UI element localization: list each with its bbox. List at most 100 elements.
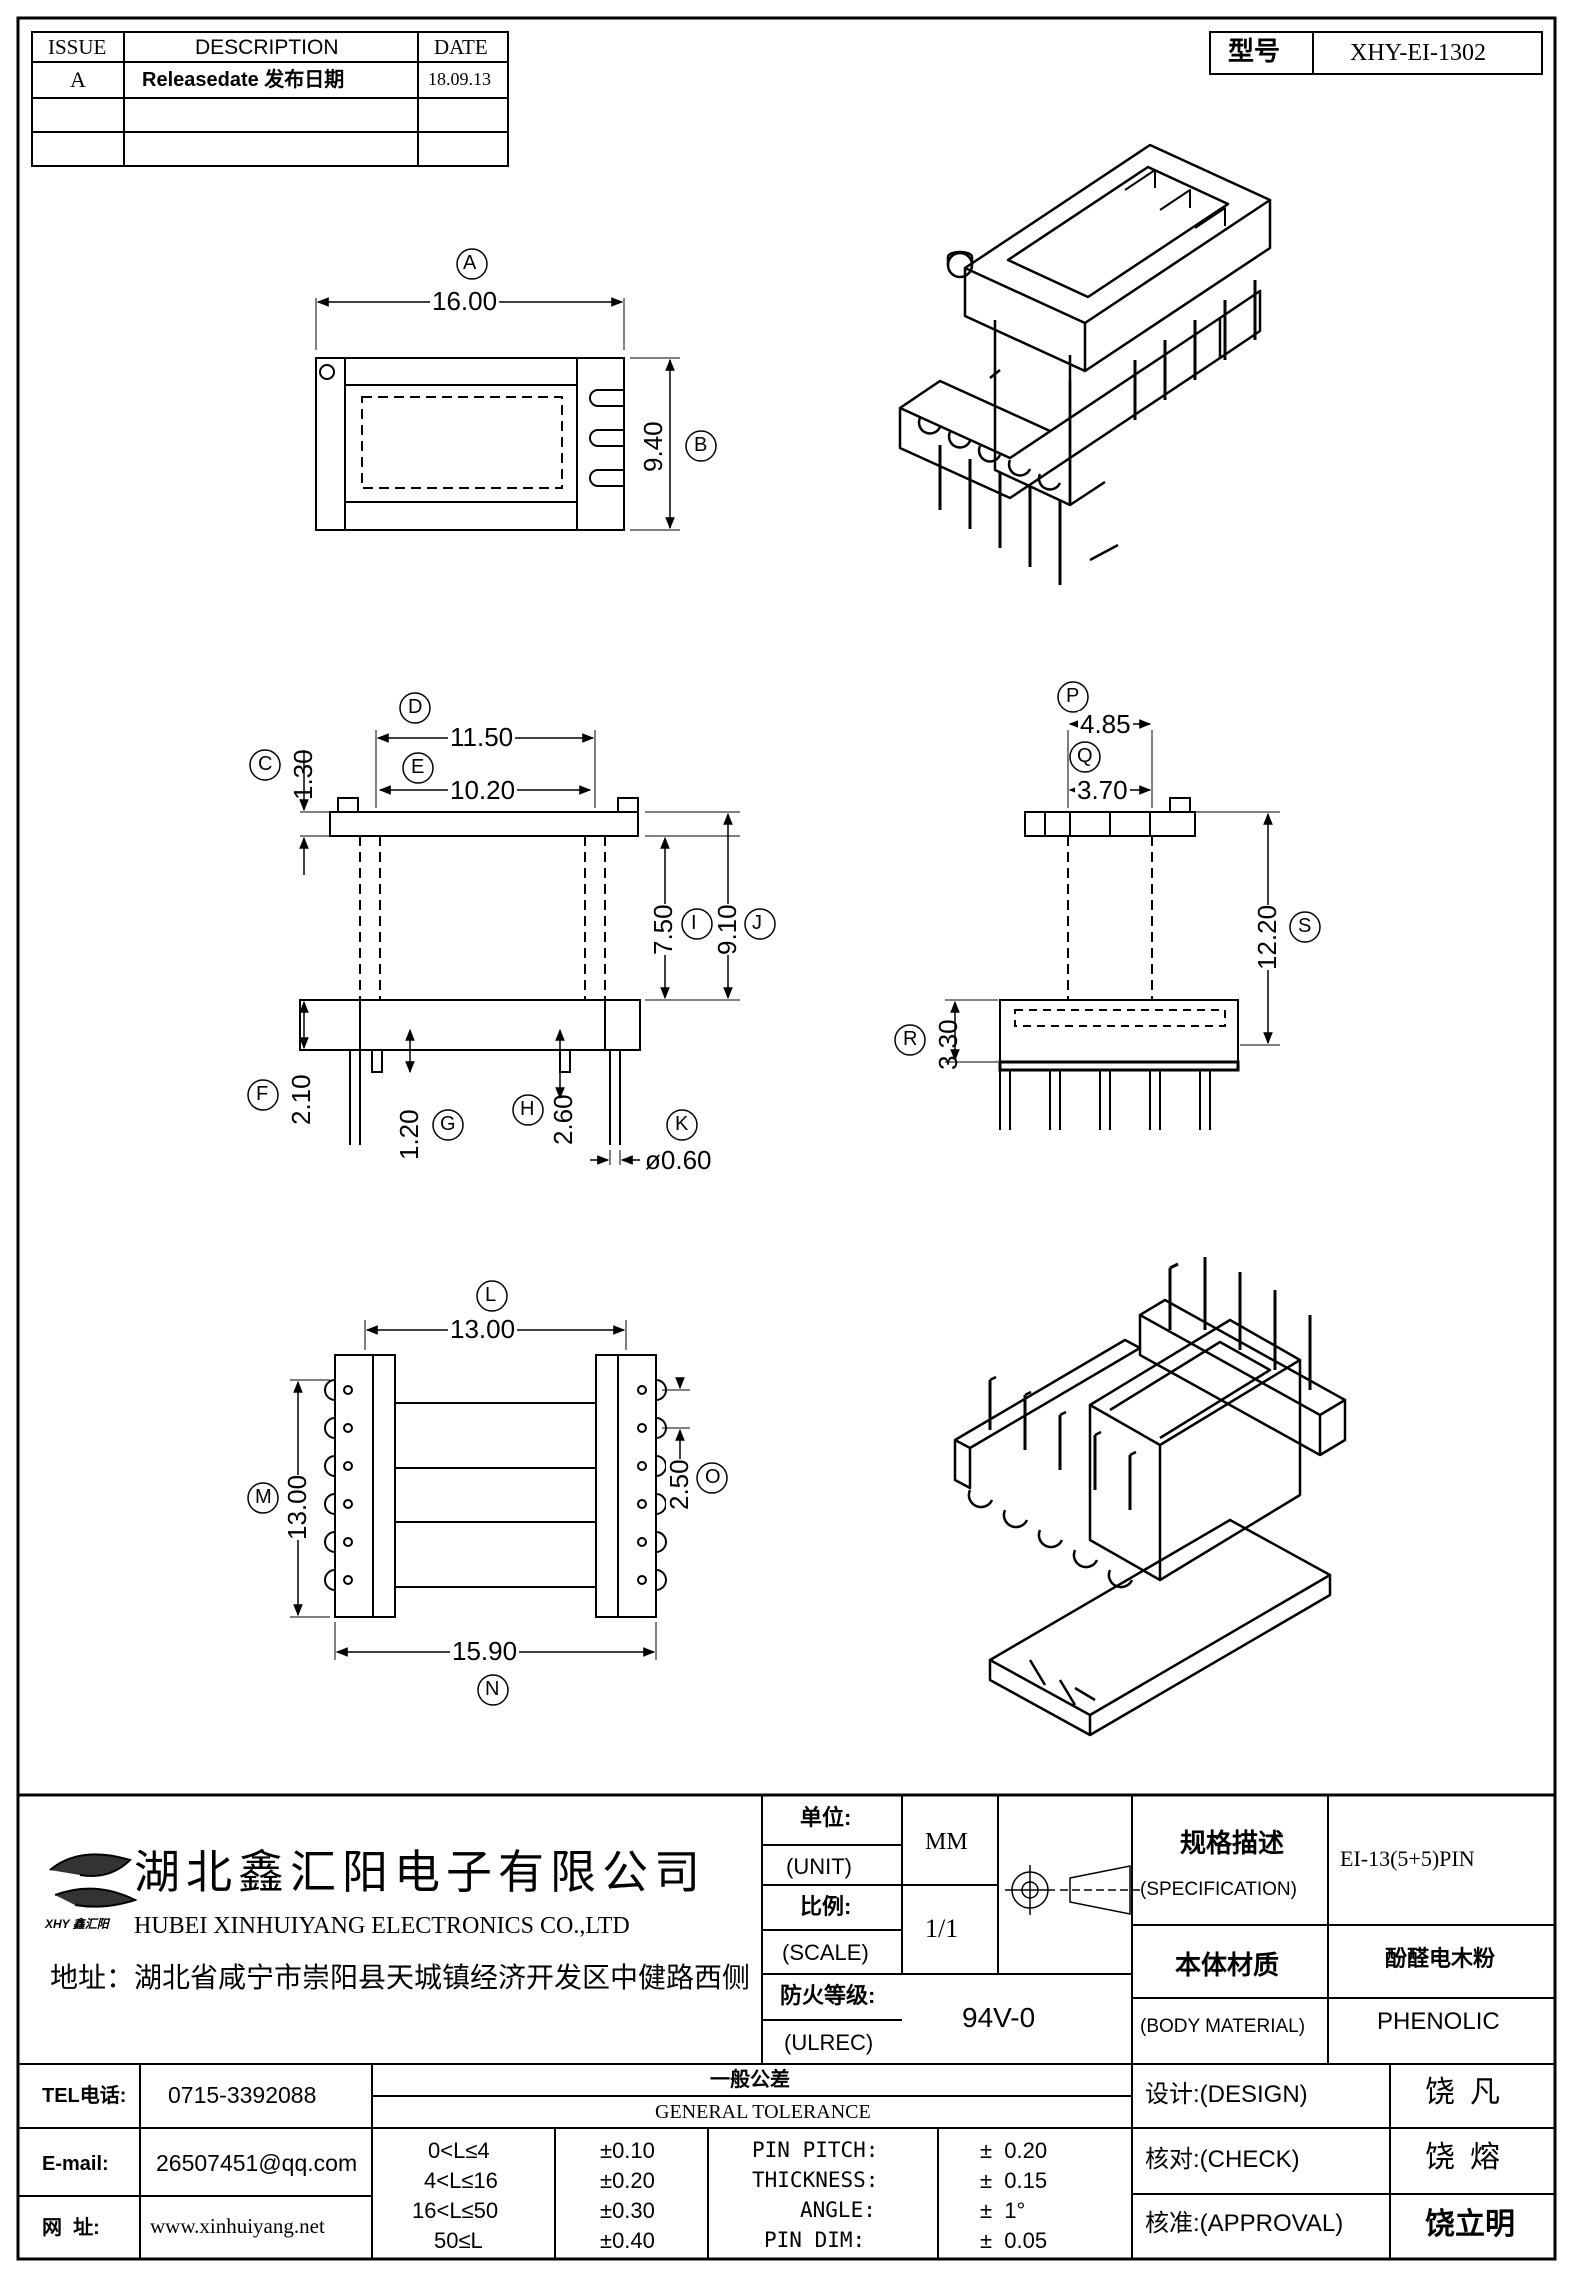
dim-letter-s: S: [1298, 915, 1312, 937]
dim-o-value: 2.50: [664, 1459, 694, 1510]
tol-item-angle: ANGLE:: [800, 2198, 876, 2222]
dim-letter-d: D: [408, 696, 423, 718]
tol-item-pin-dim-value: ± 0.05: [980, 2228, 1048, 2253]
dim-letter-g: G: [440, 1113, 456, 1135]
dim-s-value: 12.20: [1252, 904, 1282, 970]
dim-letter-i: I: [691, 912, 697, 934]
check-label: 核对:(CHECK): [1145, 2146, 1300, 2173]
dim-e-value: 10.20: [448, 775, 518, 805]
tol-item-pin-dim: PIN DIM:: [764, 2228, 866, 2252]
tol-range-3: 16<L≤50: [412, 2198, 499, 2223]
dim-letter-o: O: [705, 1466, 721, 1488]
email-label: E-mail:: [42, 2153, 109, 2175]
dim-q-value: 3.70: [1075, 775, 1130, 805]
dim-letter-p: P: [1066, 685, 1080, 707]
fire-label-cn: 防火等级:: [780, 1983, 876, 2008]
dim-p-value: 4.85: [1078, 709, 1133, 739]
scale-label-cn: 比例:: [800, 1894, 852, 1919]
dim-k-value: ø0.60: [645, 1145, 712, 1175]
company-address: 地址：湖北省咸宁市崇阳县天城镇经济开发区中健路西侧: [50, 1962, 751, 1993]
material-label-cn: 本体材质: [1175, 1950, 1280, 1980]
tol-value-4: ±0.40: [600, 2228, 655, 2253]
tol-range-2: 4<L≤16: [424, 2168, 498, 2193]
tol-value-1: ±0.10: [600, 2138, 655, 2163]
check-name: 饶 熔: [1425, 2141, 1500, 2174]
dim-letter-a: A: [463, 252, 477, 274]
company-name-cn: 湖北鑫汇阳电子有限公司: [134, 1847, 706, 1898]
tol-item-pin-pitch-value: ± 0.20: [980, 2138, 1048, 2163]
tel-label: TEL电话:: [42, 2085, 127, 2107]
tol-item-pin-pitch: PIN PITCH:: [752, 2138, 879, 2162]
model-number: XHY-EI-1302: [1350, 40, 1486, 66]
dim-r-value: 3.30: [933, 1019, 963, 1070]
dim-letter-b: B: [694, 434, 708, 456]
dim-h-value: 2.60: [548, 1094, 578, 1145]
rev-row-date: 18.09.13: [428, 69, 491, 89]
revision-table-grid: [31, 31, 509, 167]
scale-label-en: (SCALE): [782, 1940, 869, 1965]
dim-f-value: 2.10: [286, 1074, 316, 1125]
material-label-en: (BODY MATERIAL): [1140, 2016, 1306, 2037]
tolerance-title-cn: 一般公差: [710, 2069, 790, 2091]
tol-range-1: 0<L≤4: [428, 2138, 490, 2163]
spec-value: EI-13(5+5)PIN: [1340, 1846, 1475, 1871]
spec-label-en: (SPECIFICATION): [1140, 1879, 1297, 1900]
model-label: 型号: [1228, 36, 1281, 66]
rev-header-description: DESCRIPTION: [195, 36, 339, 59]
approval-label: 核准:(APPROVAL): [1145, 2210, 1344, 2237]
unit-label-en: (UNIT): [786, 1854, 852, 1879]
top-view: [315, 248, 717, 531]
dim-letter-l: L: [485, 1284, 497, 1306]
company-logo-text: XHY 鑫汇阳: [45, 1917, 109, 1931]
approval-name: 饶立明: [1425, 2208, 1515, 2241]
unit-label-cn: 单位:: [800, 1805, 852, 1830]
rev-row-issue: A: [70, 67, 86, 92]
fire-label-en: (ULREC): [784, 2030, 874, 2055]
tolerance-title-en: GENERAL TOLERANCE: [655, 2101, 871, 2123]
material-value-en: PHENOLIC: [1377, 2008, 1500, 2035]
material-value-cn: 酚醛电木粉: [1385, 1946, 1496, 1971]
dim-g-value: 1.20: [394, 1109, 424, 1160]
dim-letter-n: N: [485, 1678, 500, 1700]
iso-view-2: [953, 1257, 1347, 1737]
scale-value: 1/1: [925, 1914, 959, 1943]
iso-view-1: [898, 143, 1272, 585]
tol-value-2: ±0.20: [600, 2168, 655, 2193]
web-value: www.xinhuiyang.net: [150, 2214, 325, 2238]
dim-j-value: 9.10: [712, 904, 742, 955]
dim-i-value: 7.50: [648, 904, 678, 955]
spec-label-cn: 规格描述: [1180, 1828, 1285, 1858]
dim-letter-f: F: [256, 1083, 269, 1105]
tol-value-3: ±0.30: [600, 2198, 655, 2223]
dim-letter-e: E: [411, 756, 425, 778]
dim-letter-q: Q: [1077, 745, 1093, 767]
rev-header-date: DATE: [434, 35, 488, 59]
tel-value: 0715-3392088: [168, 2082, 317, 2108]
title-block-grid: [18, 1795, 1555, 2259]
dim-letter-c: C: [258, 753, 273, 775]
dim-letter-r: R: [903, 1028, 918, 1050]
tol-item-thickness: THICKNESS:: [752, 2168, 879, 2192]
fire-rating-value: 94V-0: [962, 2002, 1036, 2033]
dim-letter-k: K: [675, 1113, 689, 1135]
projection-symbol: [1005, 1865, 1140, 1915]
dim-n-value: 15.90: [450, 1636, 520, 1666]
dim-c-value: 1.30: [288, 749, 318, 800]
dim-m-value: 13.00: [282, 1474, 312, 1540]
tol-item-angle-value: ± 1°: [980, 2198, 1026, 2223]
dim-letter-j: J: [752, 912, 762, 934]
company-name-en: HUBEI XINHUIYANG ELECTRONICS CO.,LTD: [134, 1913, 630, 1939]
design-label: 设计:(DESIGN): [1145, 2081, 1308, 2108]
dim-a-value: 16.00: [430, 286, 500, 316]
rev-row-description: Releasedate 发布日期: [142, 69, 345, 91]
rev-header-issue: ISSUE: [48, 35, 107, 59]
side-view: [894, 681, 1321, 1130]
dim-l-value: 13.00: [448, 1314, 518, 1344]
dim-d-value: 11.50: [448, 722, 516, 752]
web-label: 网 址:: [42, 2217, 100, 2239]
email-value: 26507451@qq.com: [156, 2150, 358, 2176]
dim-b-value: 9.40: [638, 421, 668, 472]
design-name: 饶 凡: [1425, 2076, 1500, 2109]
